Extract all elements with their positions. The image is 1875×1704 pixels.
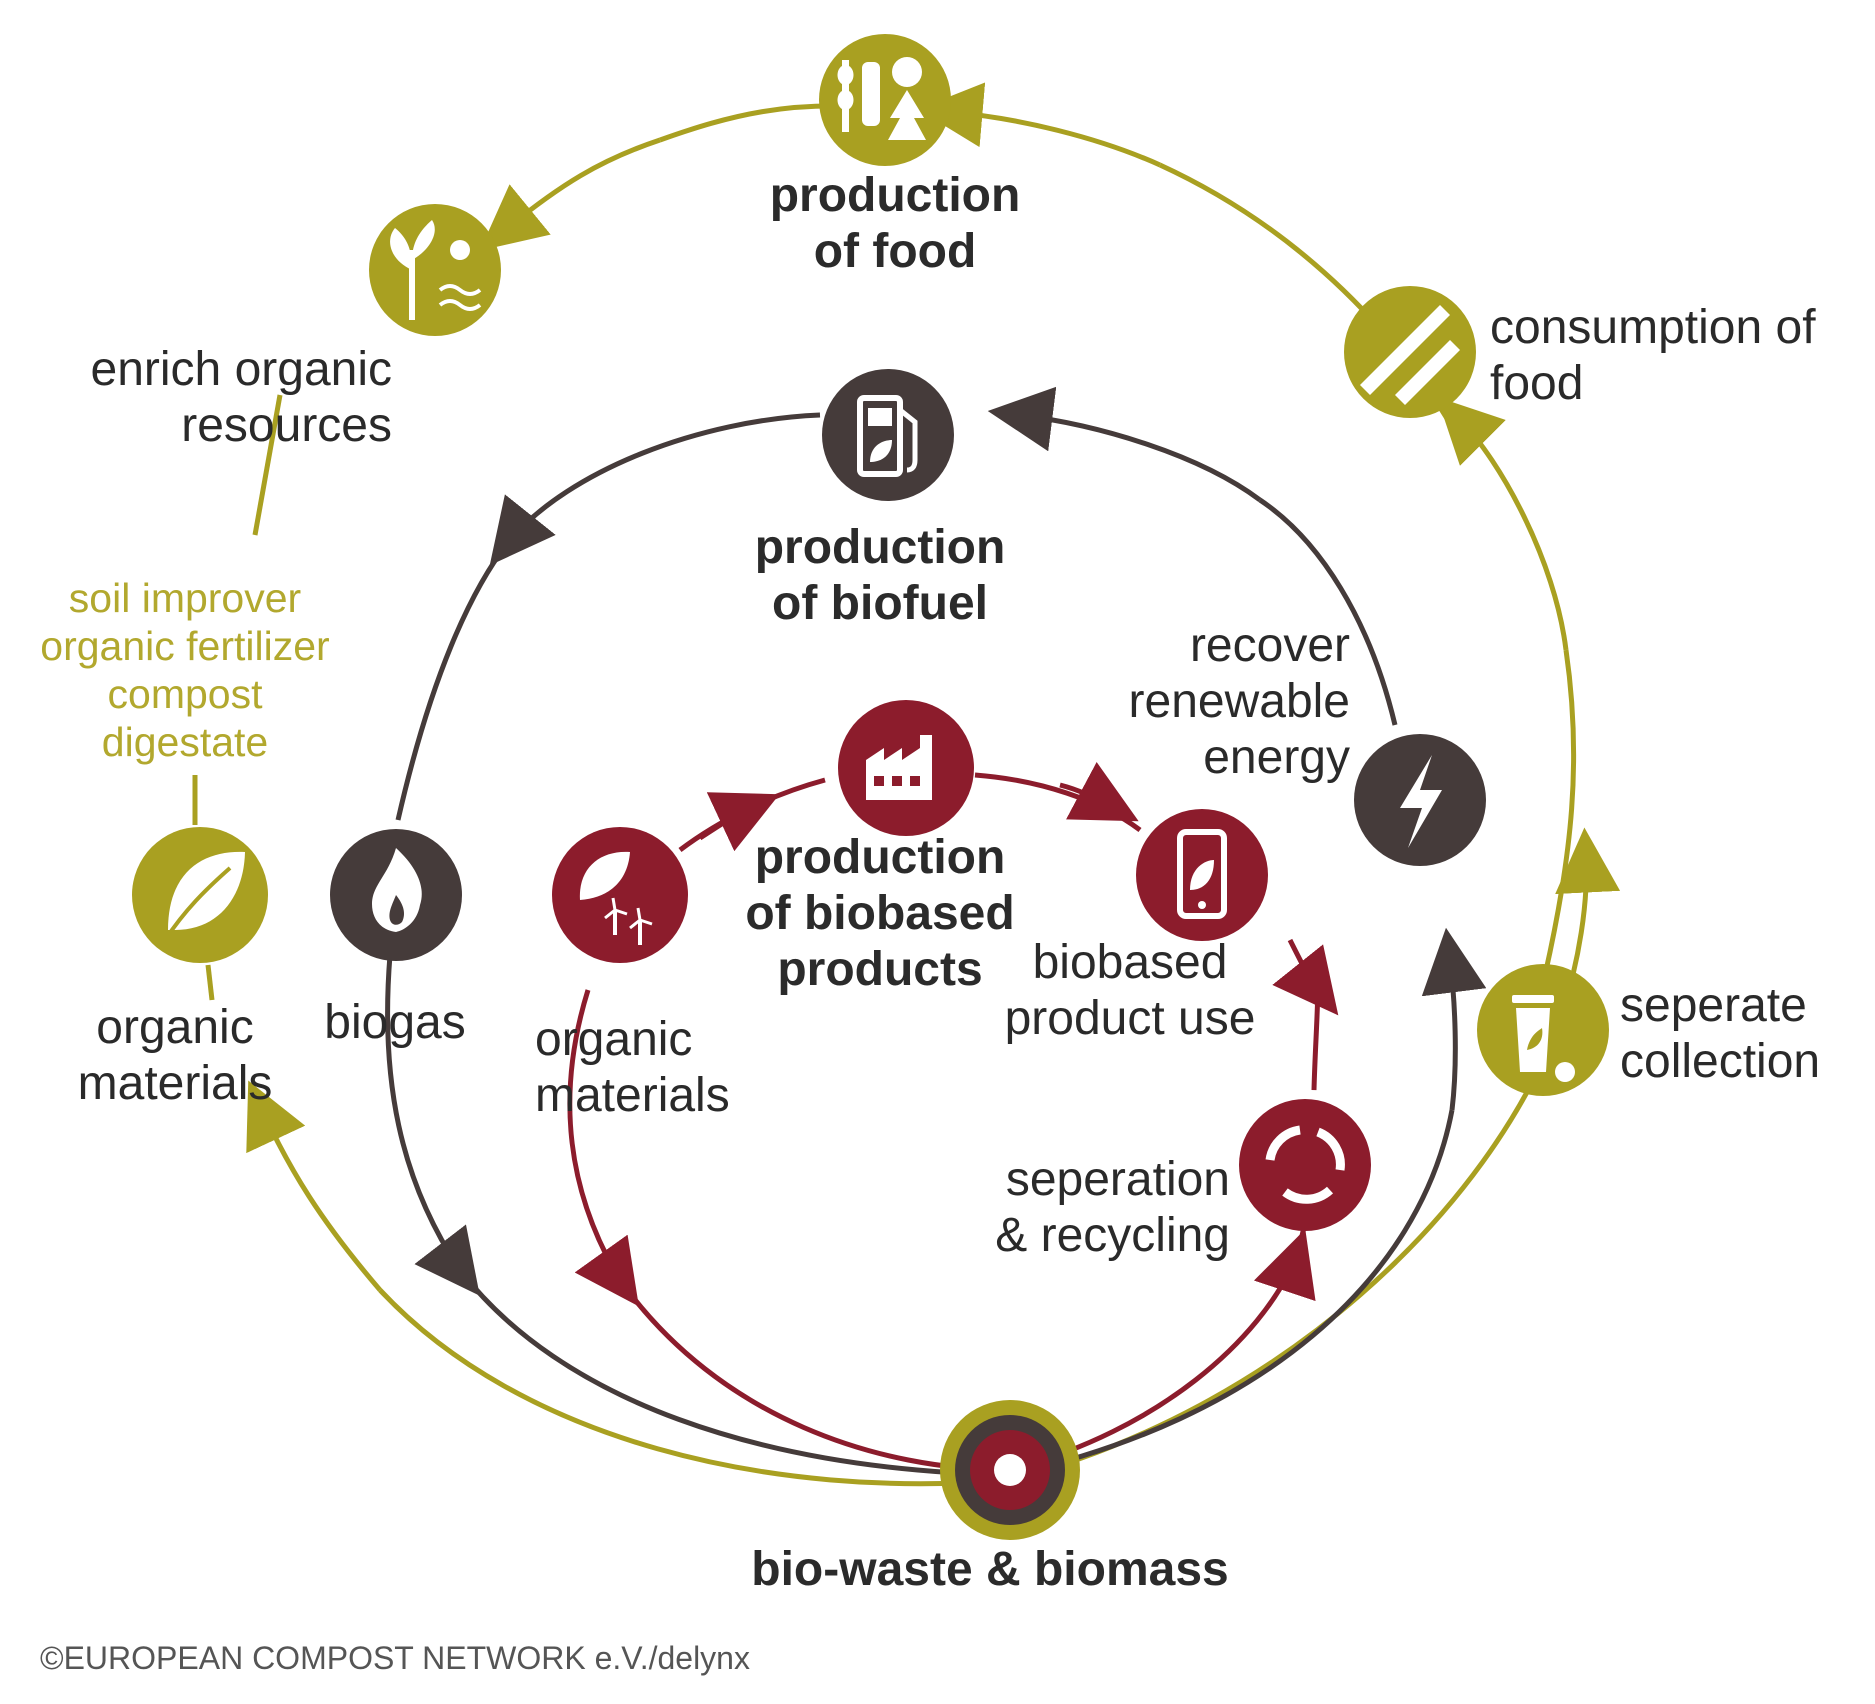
flow-enrich-resources [252,394,283,536]
label-line: organic fertilizer [40,623,330,669]
phone-leaf-icon [1177,829,1227,919]
label-production-of-biobased-products: production of biobased products [700,830,1060,998]
label-enrich-organic-resources: enrich organic resources [40,342,393,454]
label-line: of food [813,225,977,278]
middle-energy-cycle [385,386,1487,1478]
label-recover-renewable-energy: recover renewable energy [1060,618,1350,786]
label-line: collection [1620,1035,1821,1088]
inner-biobased-cycle [567,762,1339,1473]
label-line: digestate [101,719,269,765]
label-line: & recycling [995,1209,1230,1262]
copyright-notice: ©EUROPEAN COMPOST NETWORK e.V./delynx [40,1640,750,1676]
outer-food-cycle [192,82,1621,1487]
label-line: consumption of [1490,301,1816,354]
label-line: renewable [1128,675,1350,728]
label-biowaste-biomass: bio-waste & biomass [700,1542,1280,1598]
fuel-pump-icon [857,395,918,477]
arrow-to-biofuel [395,494,556,821]
label-line: products [777,943,983,996]
cutlery-icon [1360,305,1460,405]
label-line: compost [107,671,263,717]
biowaste-biomass-node [940,1400,1080,1540]
flow-leaf-to-materials [205,964,215,1001]
organic-materials-red-node [552,827,688,963]
label-consumption-of-food: consumption of food [1490,300,1816,412]
recycling-node [1239,1099,1371,1231]
waste-bin-icon [1512,995,1575,1082]
arrow-to-collection [1437,397,1569,651]
arrow-to-consumption [917,82,1162,168]
flow-consumption-to-collection [1542,649,1577,976]
label-production-of-biofuel: production of biofuel [720,520,1040,632]
label-line: recover [1189,619,1350,672]
leaf-icon [163,851,245,942]
arrow-to-organic-materials [246,1080,382,1292]
factory-icon [866,735,932,800]
arrow-to-biobased-use [1059,762,1139,822]
lightning-icon [1400,755,1442,848]
enrich-node [369,204,501,336]
energy-node [1354,734,1486,866]
biofuel-node [822,369,954,501]
label-line: production [769,169,1021,222]
label-seperation-recycling: seperation & recycling [950,1152,1230,1264]
food-production-node [819,34,951,166]
consumption-node [1344,286,1476,418]
label-line: product use [1004,992,1256,1045]
label-line: production [754,521,1006,574]
label-line: enrich organic [90,343,393,396]
label-biogas: biogas [300,995,490,1051]
food-production-icon [837,57,926,140]
label-organic-materials-inner: organic materials [535,1012,730,1124]
label-line: materials [77,1057,273,1110]
arrow-to-biogas [414,1224,1011,1478]
label-line: bio-waste & biomass [751,1543,1229,1596]
label-line: organic [96,1001,254,1054]
label-line: resources [181,399,392,452]
flame-icon [372,848,422,932]
arrow-to-recycling [1272,938,1339,1016]
label-line: of biofuel [772,577,988,630]
label-production-of-food: production of food [730,168,1060,280]
label-line: production [754,831,1006,884]
label-soil-products: soil improver organic fertilizer compost… [10,574,360,766]
arrow-to-recover-energy [987,386,1262,503]
arrow-to-food [479,137,661,251]
flow-biowaste-to-materials [378,1288,1011,1487]
label-line: seperation [1005,1153,1230,1206]
collection-node [1477,964,1609,1096]
label-line: materials [535,1069,730,1122]
label-biobased-product-use: biobased product use [975,935,1285,1047]
label-line: biogas [324,996,466,1049]
label-line: biobased [1032,936,1228,989]
label-line: organic [535,1013,693,1066]
soil-leaf-node [132,827,268,963]
arrow-into-biowaste-dark [1421,927,1487,1111]
flow-biofuel-to-energy [1258,497,1398,726]
label-line: of biobased [745,887,1015,940]
label-line: seperate [1620,979,1807,1032]
recycle-icon [1265,1125,1345,1204]
biogas-node [330,829,462,961]
leaf-wind-icon [579,851,653,945]
arrow-to-factory [698,792,780,852]
label-line: energy [1203,731,1350,784]
biobased-production-node [838,700,974,836]
flow-energy-to-biowaste [1009,1109,1455,1478]
label-seperate-collection: seperate collection [1620,978,1820,1090]
label-line: soil improver [68,575,302,621]
label-organic-materials-outer: organic materials [30,1000,320,1112]
flow-use-to-recycling [1311,979,1321,1091]
biobased-use-node [1136,809,1268,941]
plant-sun-water-icon [390,220,482,320]
label-line: food [1490,357,1584,410]
